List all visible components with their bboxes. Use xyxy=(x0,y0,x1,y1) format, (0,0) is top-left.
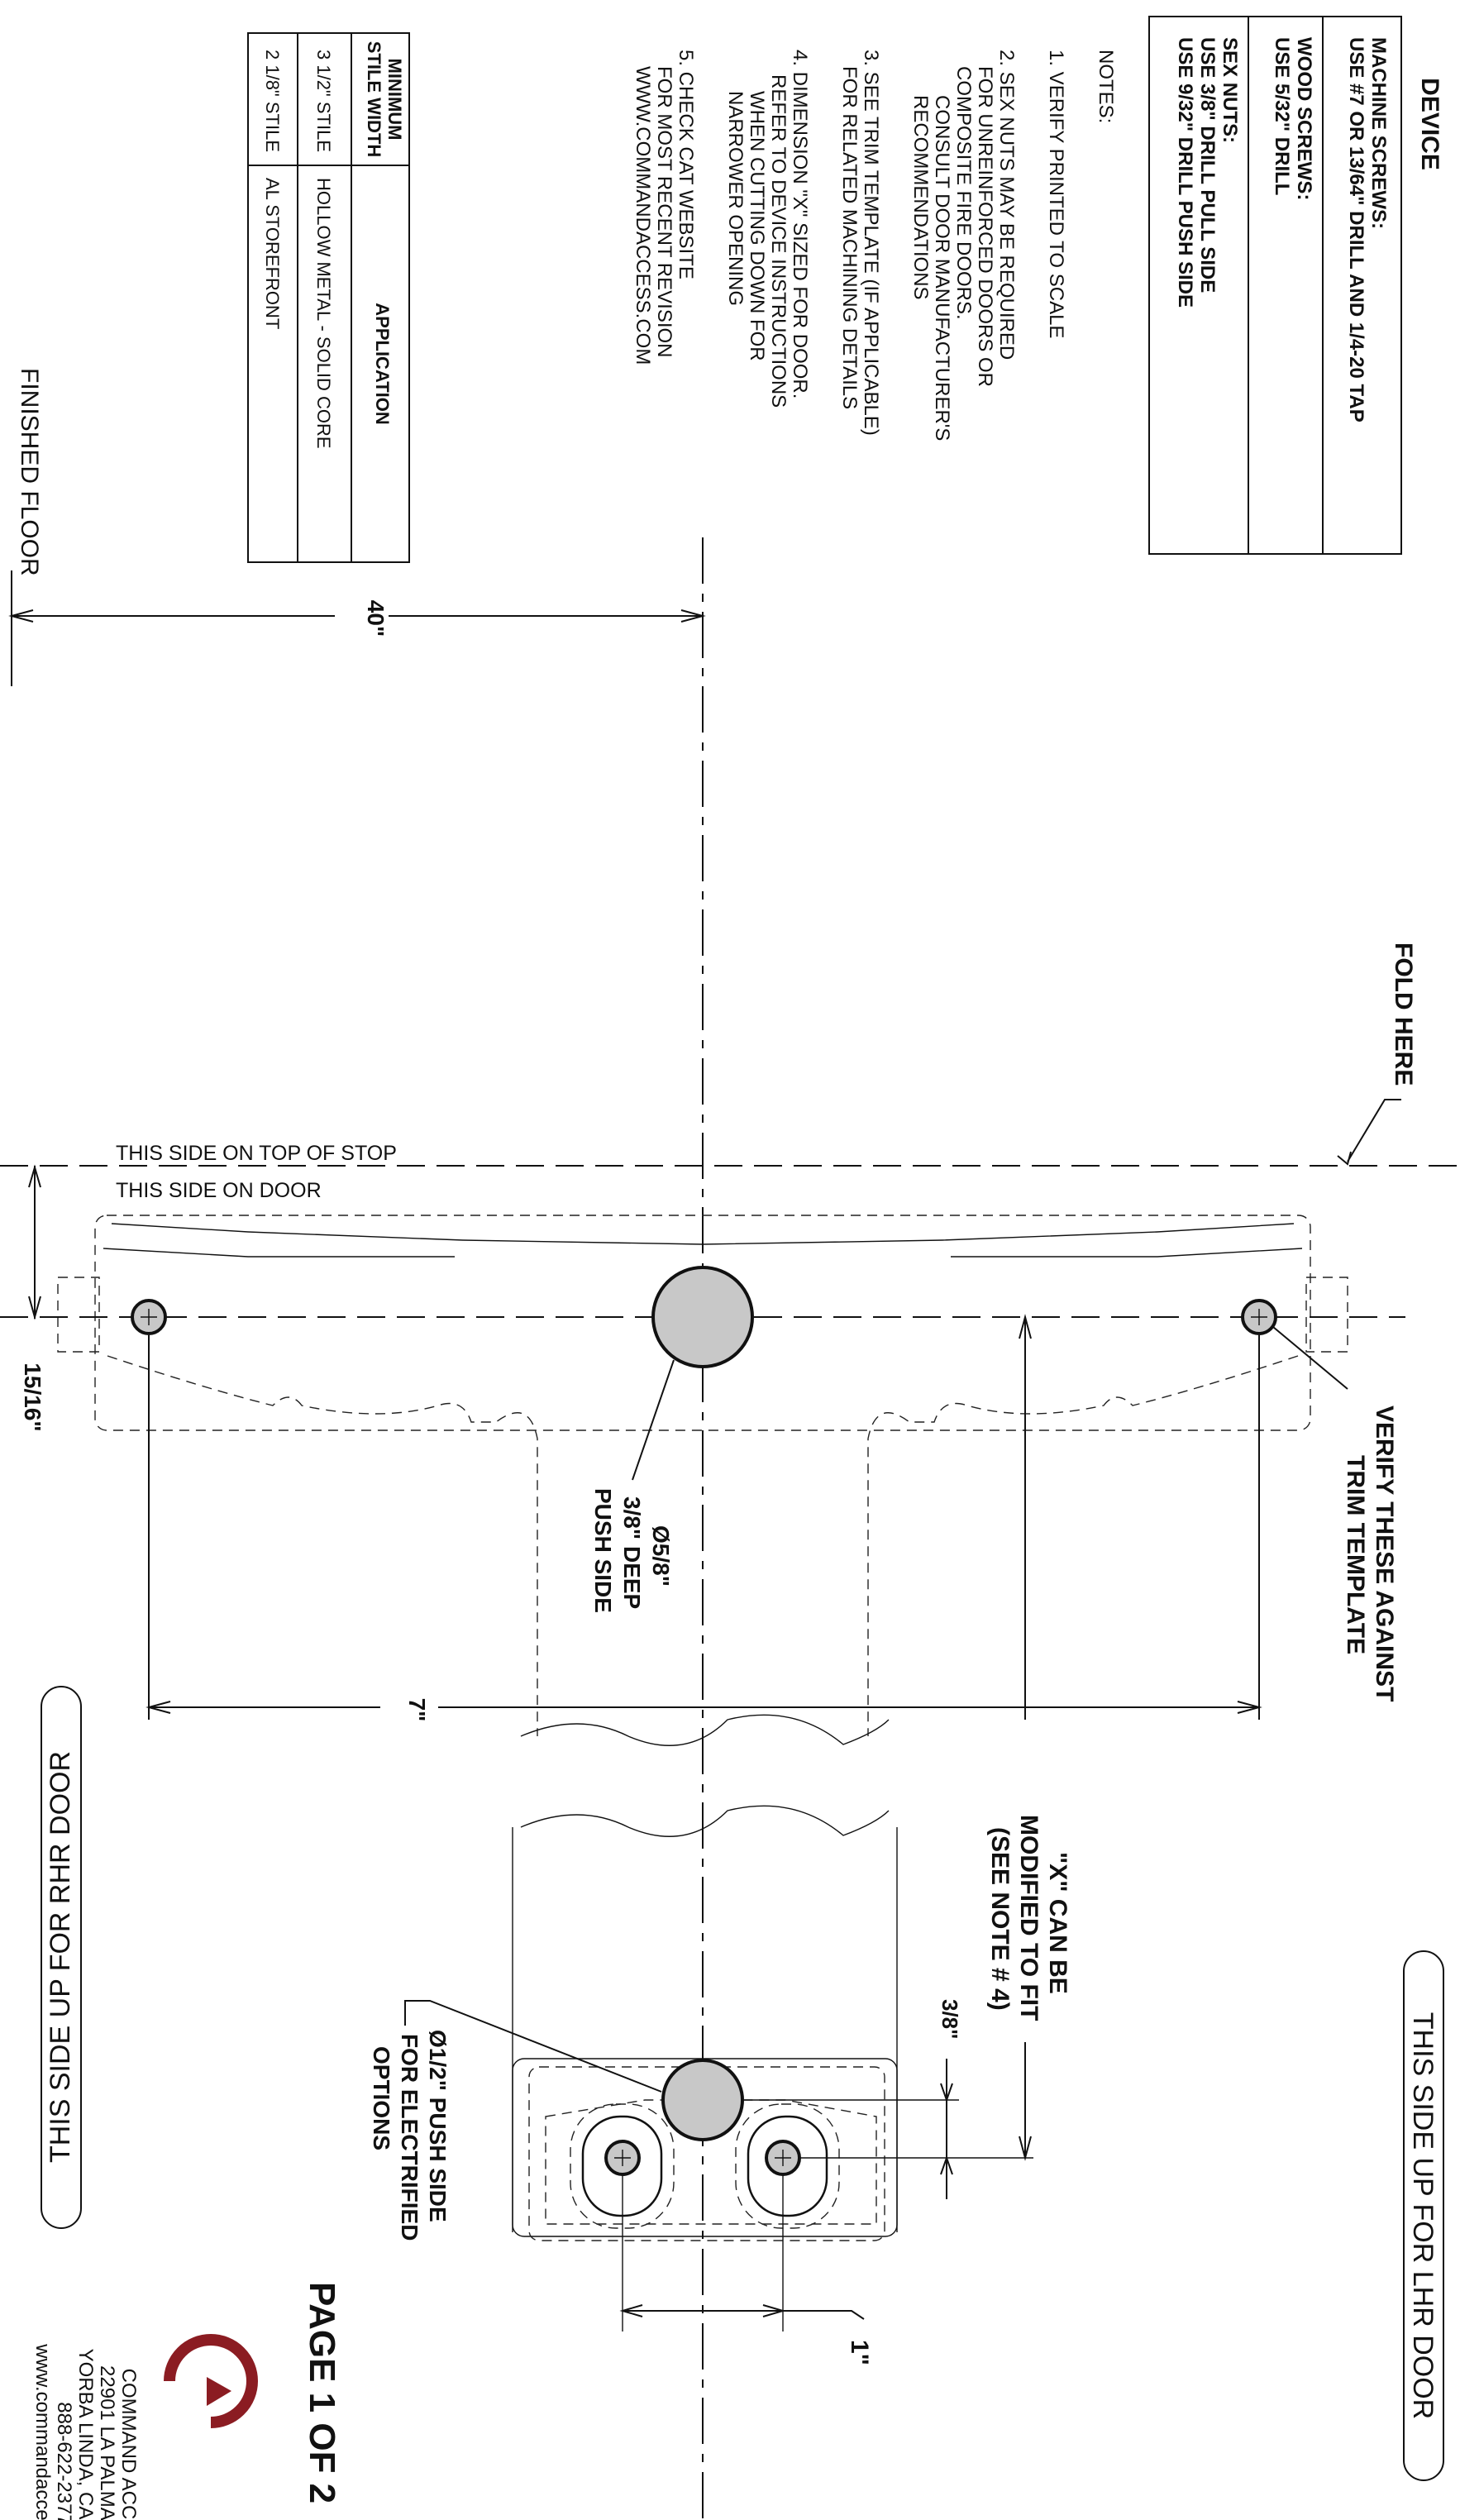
note-2: CONSULT DOOR MANUFACTURER'S xyxy=(931,95,953,441)
hole-1-2-label: Ø1/2" PUSH SIDE xyxy=(425,2030,451,2222)
note-1: 1. VERIFY PRINTED TO SCALE xyxy=(1045,50,1067,338)
table-header-application: APPLICATION xyxy=(372,303,393,424)
hole-1-2-label: FOR ELECTRIFIED xyxy=(397,2034,422,2241)
company-street: 22901 LA PALMA AVE xyxy=(96,2365,118,2520)
note-2: 2. SEX NUTS MAY BE REQUIRED xyxy=(995,50,1018,360)
hole-1-2-push-side xyxy=(661,2059,744,2141)
note-4: 4. DIMENSION "X" SIZED FOR DOOR. xyxy=(789,50,811,399)
dim-x-note: (SEE NOTE # 4) xyxy=(986,1827,1014,2011)
wood-screws-text: USE 5/32" DRILL xyxy=(1271,37,1293,195)
company-city: YORBA LINDA, CA 92887 xyxy=(74,2349,97,2520)
note-2: FOR UNREINFORCED DOORS OR xyxy=(974,66,996,387)
dim-15-16-label: 15/16" xyxy=(20,1363,45,1431)
note-5: 5. CHECK CAT WEBSITE xyxy=(675,50,697,279)
device-title: DEVICE xyxy=(1416,78,1443,170)
fold-here-label: FOLD HERE xyxy=(1390,943,1417,1086)
table-header-min-a: MINIMUM xyxy=(384,59,405,141)
note-4: REFER TO DEVICE INSTRUCTIONS xyxy=(767,74,790,408)
stile-width-table: MINIMUM STILE WIDTH APPLICATION 3 1/2" S… xyxy=(247,32,410,563)
machine-screws-title: MACHINE SCREWS: xyxy=(1367,37,1390,229)
spec-box: MACHINE SCREWS: USE #7 OR 13/64" DRILL A… xyxy=(1148,16,1402,555)
sex-nuts-pull: USE 3/8" DRILL PULL SIDE xyxy=(1196,37,1219,293)
hole-5-8-side: PUSH SIDE xyxy=(590,1488,616,1613)
table-row-width: 2 1/8" STILE xyxy=(262,50,283,152)
company-name: COMMAND ACCESS xyxy=(117,2369,140,2520)
company-phone: 888-622-2377 xyxy=(53,2402,75,2520)
company-address: COMMAND ACCESS 22901 LA PALMA AVE YORBA … xyxy=(31,2343,140,2520)
table-row-application: HOLLOW METAL - SOLID CORE xyxy=(313,178,334,449)
sex-nuts-title: SEX NUTS: xyxy=(1219,37,1241,143)
notes-heading: NOTES: xyxy=(1095,50,1117,123)
note-4: NARROWER OPENING xyxy=(724,91,747,306)
company-logo xyxy=(164,2334,258,2428)
machine-screws-text: USE #7 OR 13/64" DRILL AND 1/4-20 TAP xyxy=(1345,37,1367,422)
dim-3-8-label: 3/8" xyxy=(938,1999,962,2039)
note-2: COMPOSITE FIRE DOORS. xyxy=(952,66,975,320)
wood-screws-title: WOOD SCREWS: xyxy=(1293,37,1315,200)
on-door-label: THIS SIDE ON DOOR xyxy=(116,1179,322,1202)
table-header-min-b: STILE WIDTH xyxy=(364,41,384,158)
dim-x-label: "X" CAN BE xyxy=(1044,1852,1071,1994)
note-4: WHEN CUTTING DOWN FOR xyxy=(746,91,768,361)
dim-7-label: 7" xyxy=(404,1698,430,1722)
finished-floor-label: FINISHED FLOOR xyxy=(16,368,43,576)
note-5: WWW.COMMANDACCESS.COM xyxy=(632,66,654,365)
table-row-application: AL STOREFRONT xyxy=(262,178,283,329)
verify-label: VERIFY THESE AGAINST xyxy=(1371,1406,1398,1701)
note-3: 3. SEE TRIM TEMPLATE (IF APPLICABLE) xyxy=(860,50,882,436)
dim-x-label: MODIFIED TO FIT xyxy=(1015,1815,1043,2021)
hole-5-8-label: Ø5/8" xyxy=(648,1525,674,1587)
top-of-stop-label: THIS SIDE ON TOP OF STOP xyxy=(116,1142,397,1165)
hole-5-8-push-side xyxy=(651,1266,754,1368)
hole-5-8-depth: 3/8" DEEP xyxy=(619,1496,645,1609)
note-2: RECOMMENDATIONS xyxy=(909,95,932,300)
page-number: PAGE 1 OF 2 xyxy=(302,2282,342,2503)
lhr-side-label: THIS SIDE UP FOR LHR DOOR xyxy=(1407,2012,1439,2419)
company-website: www.commandaccess.com xyxy=(31,2343,54,2520)
table-row-width: 3 1/2" STILE xyxy=(313,50,334,152)
dim-1-label: 1" xyxy=(846,2340,873,2365)
note-5: FOR MOST RECENT REVISION xyxy=(653,66,675,358)
verify-label: TRIM TEMPLATE xyxy=(1342,1455,1369,1654)
lhr-side-badge: THIS SIDE UP FOR LHR DOOR xyxy=(1403,1950,1444,2481)
notes: NOTES: 1. VERIFY PRINTED TO SCALE 2. SEX… xyxy=(632,50,1117,441)
rhr-side-label: THIS SIDE UP FOR RHR DOOR xyxy=(45,1751,76,2163)
sex-nuts-push: USE 9/32" DRILL PUSH SIDE xyxy=(1174,37,1196,308)
note-3: FOR RELATED MACHINING DETAILS xyxy=(838,66,861,409)
dim-40-label: 40" xyxy=(363,600,389,637)
rhr-side-badge: THIS SIDE UP FOR RHR DOOR xyxy=(41,1686,82,2229)
hole-1-2-label: OPTIONS xyxy=(369,2046,394,2150)
